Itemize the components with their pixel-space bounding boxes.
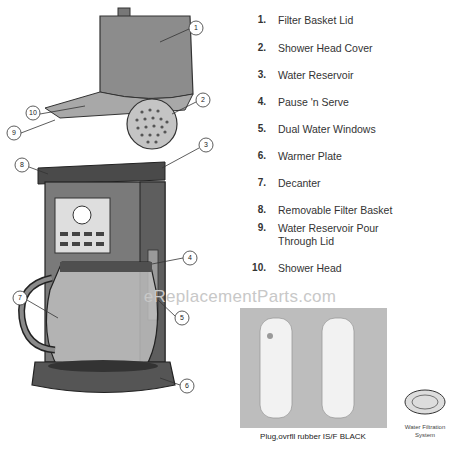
part-name: Warmer Plate [278,150,342,163]
part-number: 3. [252,69,266,82]
part-number: 1. [252,14,266,27]
callout-number: 8 [20,161,24,170]
plug-part [322,318,354,418]
callout-number: 6 [185,382,189,391]
part-number: 4. [252,96,266,109]
callout-number: 9 [12,129,16,138]
part-name: Water Reservoir [278,69,353,82]
control-panel [55,198,110,253]
decanter-handle [22,278,55,350]
part-name: Removable Filter Basket [278,204,392,217]
inset-photo [240,308,387,428]
machine-top [38,162,165,184]
leader-lines [21,29,199,385]
plug-hole [267,333,273,339]
decanter-handle-inner [22,278,55,350]
control-buttons [60,232,104,246]
callout-number: 2 [201,96,205,105]
callout-number: 5 [180,314,184,323]
callout-number: 1 [194,24,198,33]
part-number: 5. [252,123,266,136]
callout-number: 7 [18,294,22,303]
decanter-lid [60,262,152,272]
filtration-icon-ring [412,395,438,409]
plug-part [260,318,292,418]
part-name: Filter Basket Lid [278,14,353,27]
part-caption: Plug,ovrfll rubber IS/F BLACK [260,432,366,442]
shower-head [127,99,177,149]
callout-number: 10 [29,109,37,118]
shower-holes [135,108,168,143]
callout-number: 4 [188,254,192,263]
part-name: Shower Head Cover [278,42,373,55]
part-number: 10. [252,262,266,275]
part-number: 9. [252,222,266,235]
part-name: Shower Head [278,262,342,275]
icon-caption: Water Filtration System [400,424,450,439]
part-number: 7. [252,177,266,190]
part-number: 2. [252,42,266,55]
part-name: Decanter [278,177,321,190]
part-name: Pause 'n Serve [278,96,349,109]
callout-number: 3 [204,141,208,150]
callout-circles [7,21,213,393]
watermark: eReplacementParts.com [144,286,336,307]
clock-display [73,206,91,224]
decanter [46,262,157,368]
part-number: 8. [252,204,266,217]
part-name: Water Reservoir Pour Through Lid [278,222,403,248]
warmer-plate [48,360,158,372]
part-name: Dual Water Windows [278,123,376,136]
filtration-icon [405,390,445,414]
filter-basket-lid [100,16,193,99]
part-number: 6. [252,150,266,163]
